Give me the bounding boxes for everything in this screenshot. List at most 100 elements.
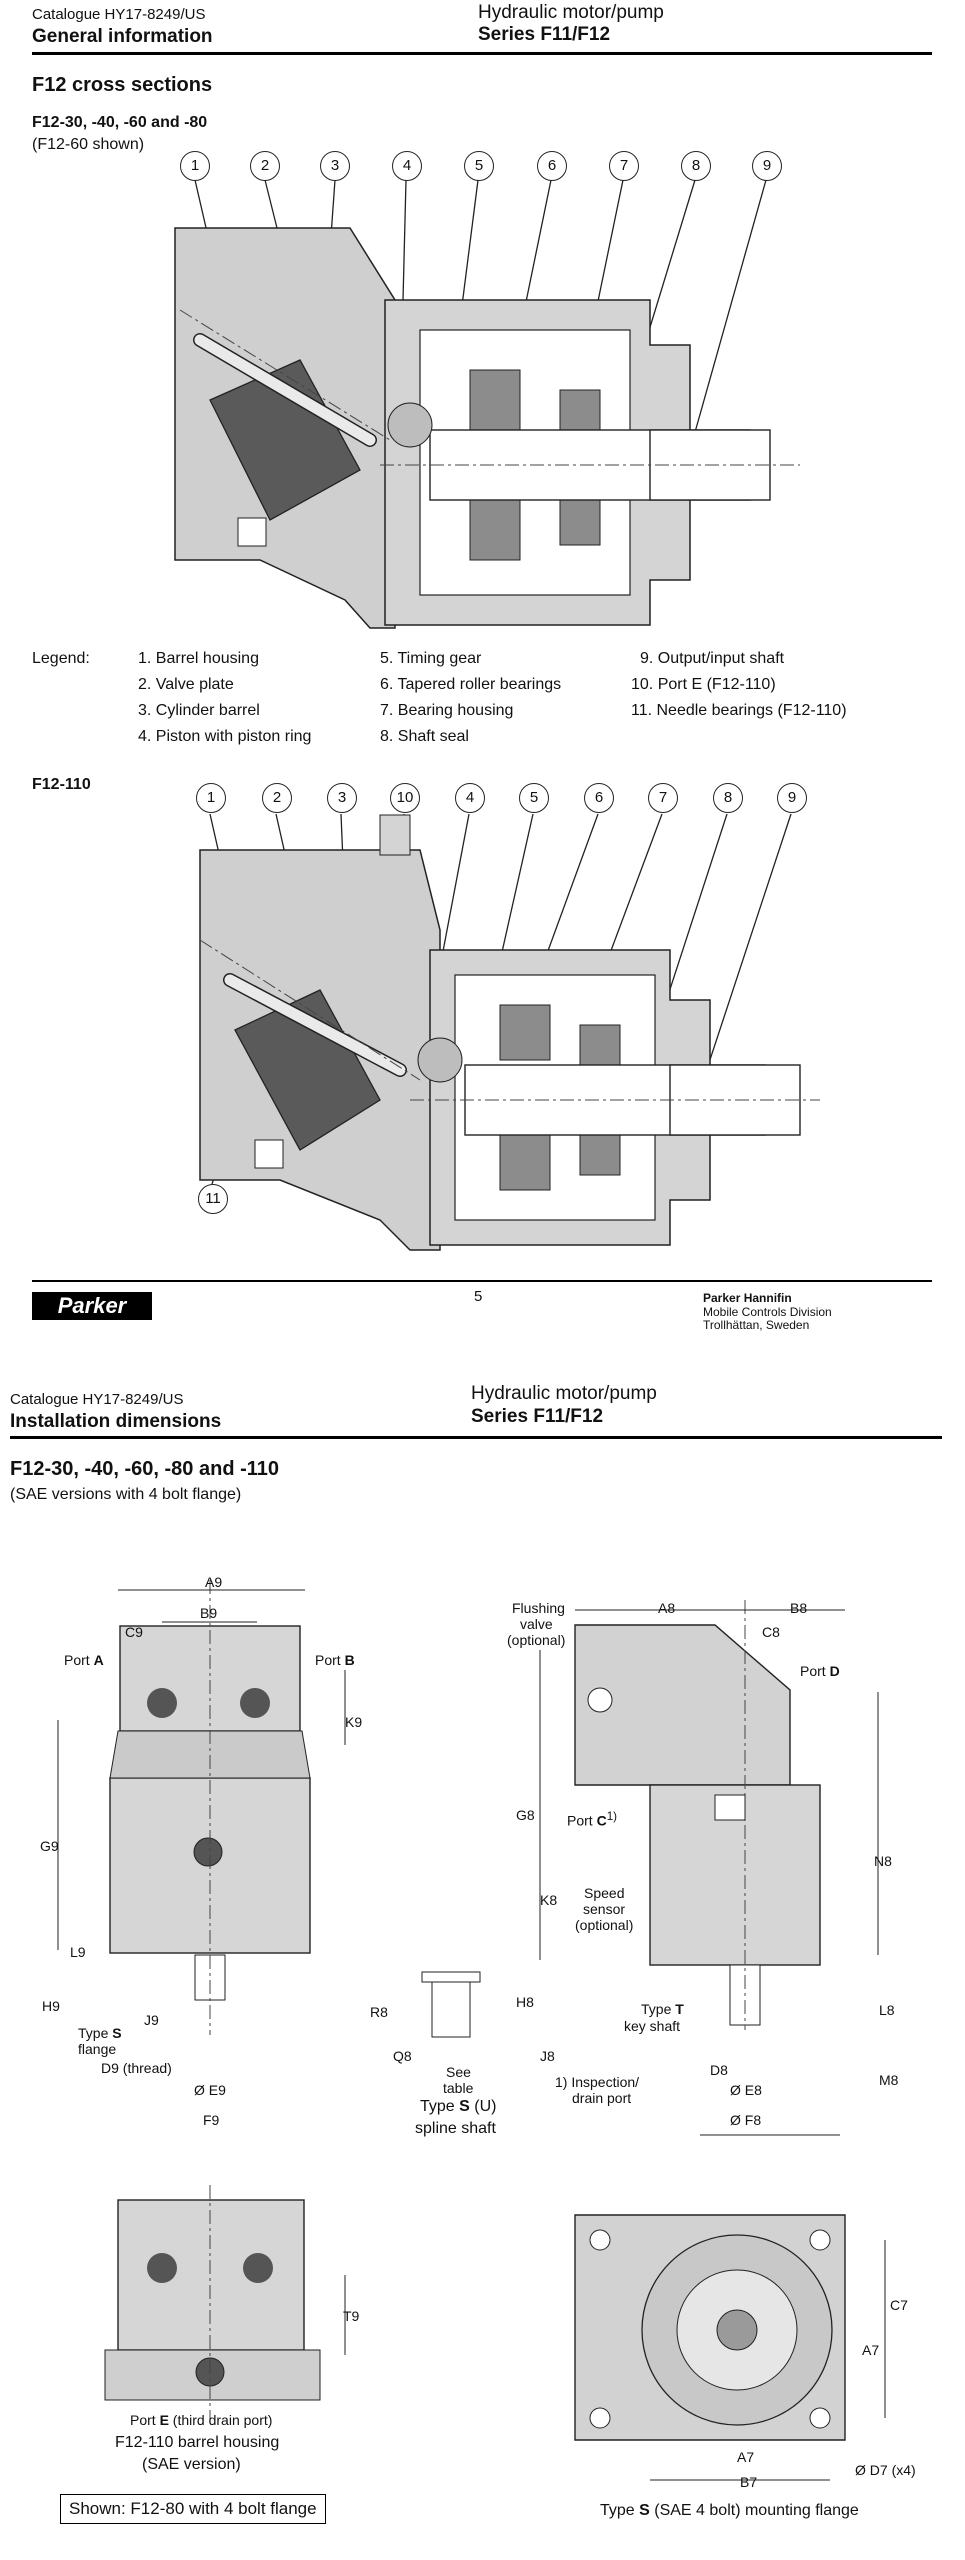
barrel-caption-2: (SAE version): [142, 2456, 241, 2473]
dim-d9: D9 (thread): [101, 2060, 172, 2076]
callout2-6: 6: [584, 783, 614, 813]
series-name-2: Series F11/F12: [471, 1406, 604, 1427]
dim-t9: T9: [343, 2308, 360, 2324]
subtitle-note: (F12-60 shown): [32, 136, 145, 153]
flange-caption: Type S (SAE 4 bolt) mounting flange: [600, 2502, 859, 2519]
callout2-3: 3: [327, 783, 357, 813]
callout2-8: 8: [713, 783, 743, 813]
dim-c9: C9: [125, 1624, 143, 1640]
footer-rule: [32, 1280, 932, 1282]
callout-5: 5: [464, 151, 494, 181]
type-t-label: Type T: [641, 2001, 684, 2017]
dim-a7-vertical: A7: [862, 2342, 880, 2358]
legend-item-6: 6. Tapered roller bearings: [380, 676, 562, 693]
barrel-caption-1: F12-110 barrel housing: [115, 2434, 280, 2451]
callout-4: 4: [392, 151, 422, 181]
callout-9: 9: [752, 151, 782, 181]
callout2-10: 10: [390, 783, 420, 813]
legend-item-2: 2. Valve plate: [138, 676, 234, 693]
dim-l9: L9: [70, 1944, 86, 1960]
legend-item-3: 3. Cylinder barrel: [138, 702, 260, 719]
catalogue-number-2: Catalogue HY17-8249/US: [10, 1391, 184, 1408]
dim-a7-horizontal: A7: [737, 2449, 755, 2465]
callout2-1: 1: [196, 783, 226, 813]
callout-3: 3: [320, 151, 350, 181]
footnote-line1: 1) Inspection/: [555, 2074, 640, 2090]
subtitle-f12-110: F12-110: [32, 776, 91, 793]
dim-b9: B9: [200, 1605, 218, 1621]
legend-label: Legend:: [32, 650, 90, 667]
dim-h9: H9: [42, 1998, 60, 2014]
header-rule: [32, 52, 932, 55]
cross-section-drawing-f12-60: [174, 179, 800, 629]
port-e-label: Port E (third drain port): [130, 2412, 273, 2428]
dim-g8: G8: [516, 1807, 535, 1823]
footer-division: Mobile Controls Division: [703, 1305, 832, 1319]
legend-item-7: 7. Bearing housing: [380, 702, 514, 719]
catalogue-number: Catalogue HY17-8249/US: [32, 6, 206, 23]
port-a-label: Port A: [64, 1652, 104, 1668]
callout2-11: 11: [198, 1184, 228, 1214]
dim-j9: J9: [144, 2012, 159, 2028]
dim-k9: K9: [345, 1714, 363, 1730]
legend-item-9: 9. Output/input shaft: [640, 650, 785, 667]
dim-b8: B8: [790, 1600, 808, 1616]
dim-m8: M8: [879, 2072, 899, 2088]
legend-item-11: 11. Needle bearings (F12-110): [631, 702, 847, 719]
header-rule-2: [10, 1436, 942, 1439]
sensor-label: sensor: [583, 1901, 626, 1917]
flange-label: flange: [78, 2041, 117, 2057]
footer-company: Parker Hannifin: [703, 1291, 792, 1305]
table-label: table: [443, 2080, 474, 2096]
dim-g9: G9: [40, 1838, 59, 1854]
type-s-flange-label: Type S: [78, 2025, 122, 2041]
parker-logo: Parker: [32, 1292, 152, 1320]
product-name-2: Hydraulic motor/pump: [471, 1383, 657, 1404]
dim-k8: K8: [540, 1892, 558, 1908]
port-b-label: Port B: [315, 1652, 355, 1668]
dim-q8: Q8: [393, 2048, 412, 2064]
port-c-label: Port C1): [567, 1810, 618, 1829]
callout2-7: 7: [648, 783, 678, 813]
port-d-label: Port D: [800, 1663, 840, 1679]
subtitle-2: (SAE versions with 4 bolt flange): [10, 1486, 242, 1503]
valve-label: valve: [520, 1616, 553, 1632]
flushing-label: Flushing: [512, 1600, 565, 1616]
legend-item-1: 1. Barrel housing: [138, 650, 259, 667]
section-title: General information: [32, 26, 213, 47]
dim-a8: A8: [658, 1600, 676, 1616]
dim-e8: Ø E8: [730, 2082, 762, 2098]
page-title-2: F12-30, -40, -60, -80 and -110: [10, 1458, 280, 1480]
dim-f9: F9: [203, 2112, 220, 2128]
series-name: Series F11/F12: [478, 24, 611, 45]
cross-section-drawing-f12-110: [199, 813, 820, 1251]
legend-item-10: 10. Port E (F12-110): [631, 676, 776, 693]
callout-7: 7: [609, 151, 639, 181]
product-name: Hydraulic motor/pump: [478, 2, 664, 23]
callout2-5: 5: [519, 783, 549, 813]
sensor-optional-label: (optional): [575, 1917, 634, 1933]
dim-l8: L8: [879, 2002, 895, 2018]
key-shaft-label: key shaft: [624, 2018, 681, 2034]
dim-c7: C7: [890, 2297, 908, 2313]
dim-d7: Ø D7 (x4): [855, 2462, 916, 2478]
page-title: F12 cross sections: [32, 74, 213, 96]
dim-c8: C8: [762, 1624, 780, 1640]
footnote-line2: drain port: [572, 2090, 632, 2106]
dim-j8: J8: [540, 2048, 555, 2064]
see-label: See: [446, 2064, 471, 2080]
dim-a9: A9: [205, 1574, 223, 1590]
shown-note-box: Shown: F12-80 with 4 bolt flange: [60, 2494, 326, 2524]
dim-d8: D8: [710, 2062, 728, 2078]
dim-e9: Ø E9: [194, 2082, 226, 2098]
callout2-2: 2: [262, 783, 292, 813]
spline-desc: spline shaft: [415, 2120, 496, 2137]
callout2-9: 9: [777, 783, 807, 813]
legend-item-5: 5. Timing gear: [380, 650, 482, 667]
spline-type-label: Type S (U): [420, 2098, 497, 2115]
